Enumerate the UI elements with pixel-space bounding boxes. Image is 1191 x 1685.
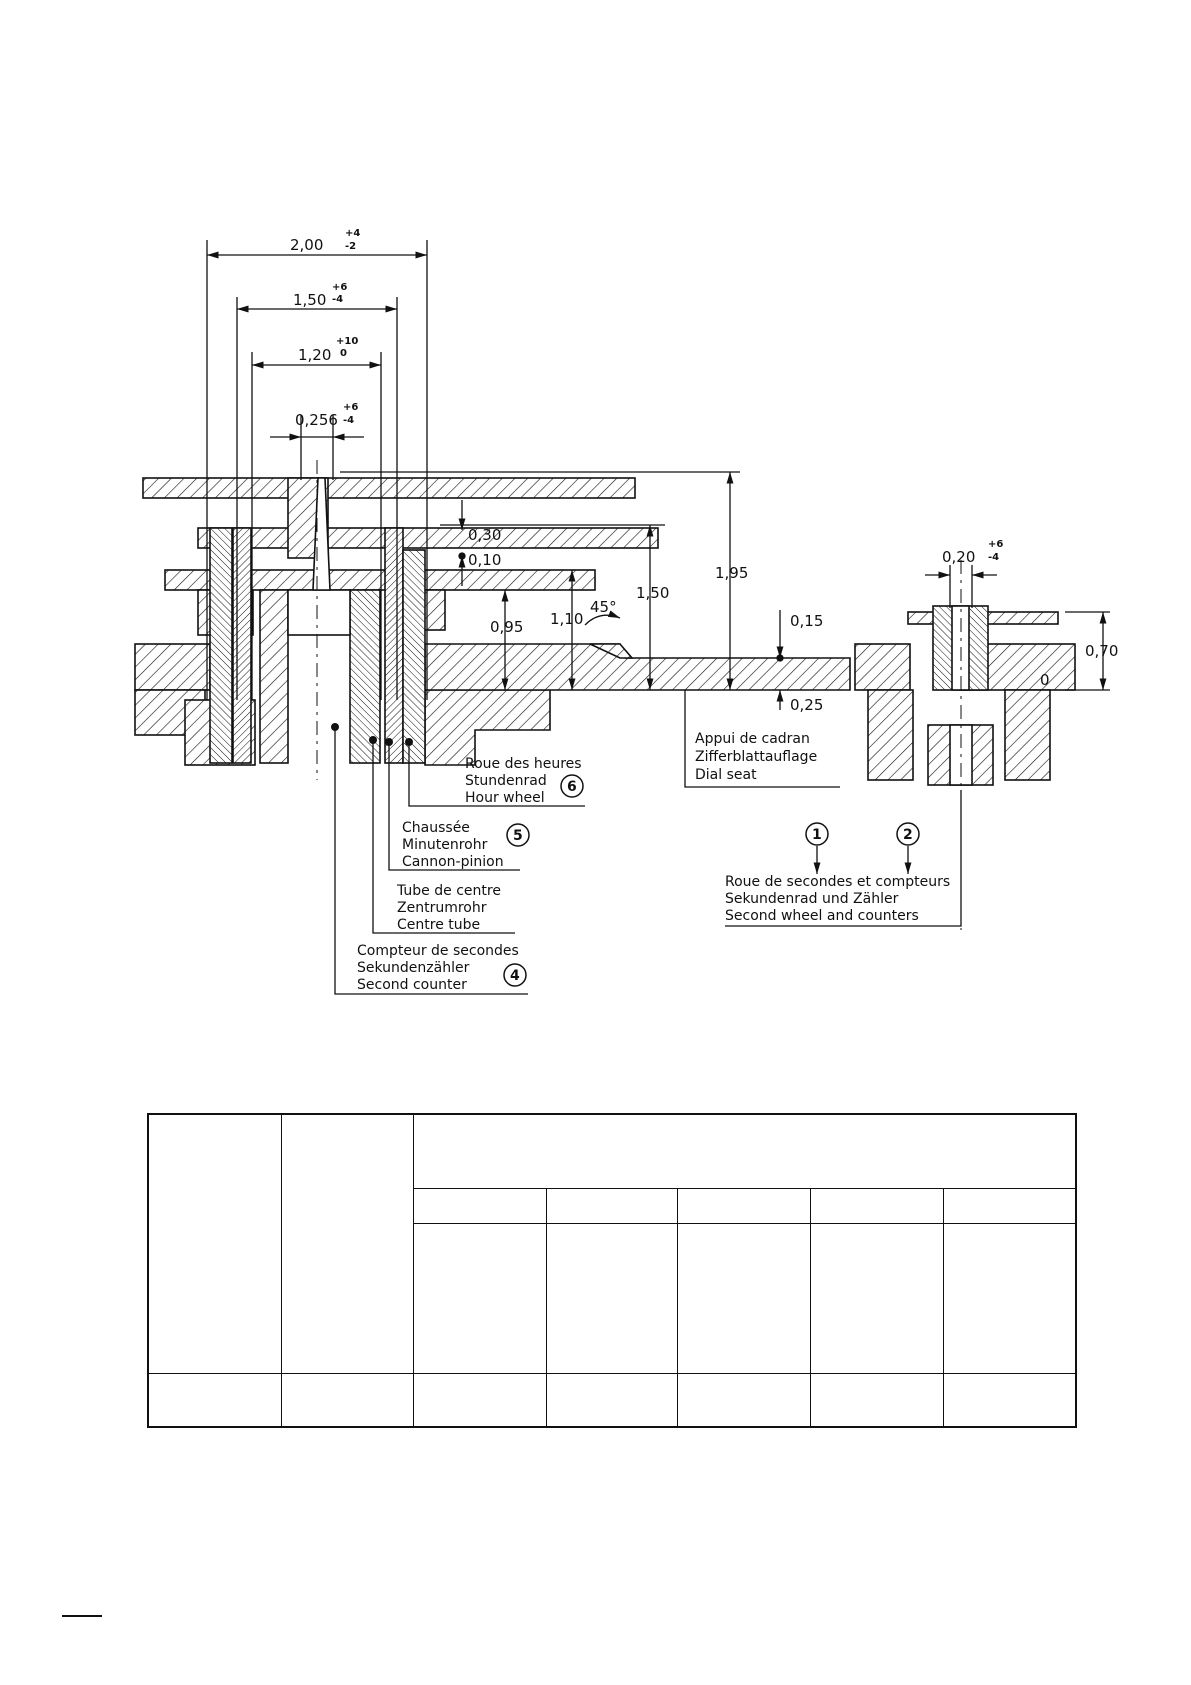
svg-text:Cannon-pinion: Cannon-pinion — [402, 854, 504, 870]
svg-text:+6: +6 — [988, 539, 1003, 550]
svg-text:Tube de centre: Tube de centre — [396, 883, 501, 899]
label-second-counter: Compteur de secondes Sekundenzähler Seco… — [357, 943, 527, 993]
svg-text:4: 4 — [510, 968, 520, 984]
dim-1-10: 1,10 — [550, 610, 583, 628]
dim-0-95: 0,95 — [490, 618, 523, 636]
svg-text:0: 0 — [340, 348, 347, 359]
svg-text:+10: +10 — [336, 336, 358, 347]
svg-text:-4: -4 — [332, 294, 343, 305]
dim-angle-45: 45° — [590, 598, 617, 616]
dim-1-20: 1,20 +10 0 — [298, 336, 358, 364]
dim-0-70: 0,70 — [1085, 642, 1118, 660]
svg-text:Sekundenzähler: Sekundenzähler — [357, 960, 470, 976]
dim-1-50-height: 1,50 — [636, 584, 669, 602]
table-cell — [280, 1113, 414, 1374]
table-cell — [676, 1187, 811, 1224]
dim-1-50-diameter: 1,50 +6 -4 — [293, 282, 347, 309]
svg-text:Roue des heures: Roue des heures — [465, 756, 582, 772]
table-row — [148, 1187, 1077, 1224]
label-dial-seat: Appui de cadran Zifferblattauflage Dial … — [695, 731, 817, 783]
svg-text:Zentrumrohr: Zentrumrohr — [397, 900, 487, 916]
dim-0-256: 0,256 +6 -4 — [295, 402, 358, 429]
table-cell — [412, 1187, 547, 1224]
svg-text:Zifferblattauflage: Zifferblattauflage — [695, 749, 817, 765]
label-second-wheel: 1 2 Roue de secondes et compteurs Sekund… — [725, 822, 950, 924]
table-cell — [147, 1372, 282, 1428]
dim-0-15: 0,15 — [790, 612, 823, 630]
svg-text:Second counter: Second counter — [357, 977, 467, 993]
svg-text:Hour wheel: Hour wheel — [465, 790, 545, 806]
svg-text:1: 1 — [812, 827, 822, 843]
leader-dots — [331, 723, 413, 746]
table-cell — [545, 1372, 678, 1428]
svg-text:-4: -4 — [988, 552, 999, 563]
table-cell — [942, 1222, 1077, 1374]
svg-text:5: 5 — [513, 828, 523, 844]
table-cell — [280, 1372, 414, 1428]
technical-drawing: 2,00 +4 -2 1,50 +6 -4 1,20 +10 0 0,256 +… — [134, 228, 1118, 995]
table-row — [148, 1222, 1077, 1374]
dim-0-25: 0,25 — [790, 696, 823, 714]
zero-mark: 0 — [1040, 671, 1050, 689]
table-cell — [809, 1187, 944, 1224]
svg-text:6: 6 — [567, 779, 577, 795]
svg-text:0,20: 0,20 — [942, 548, 975, 566]
svg-text:Sekundenrad und Zähler: Sekundenrad und Zähler — [725, 891, 899, 907]
svg-text:0,256: 0,256 — [295, 411, 338, 429]
table-row — [147, 1372, 1077, 1428]
table-cell — [809, 1222, 944, 1374]
concentric-tubes — [209, 477, 426, 764]
table-cell — [412, 1222, 547, 1374]
dim-0-30: 0,30 — [468, 526, 501, 544]
dim-0-10: 0,10 — [468, 551, 501, 569]
svg-text:+6: +6 — [332, 282, 347, 293]
grid-table — [147, 1113, 1078, 1428]
table-row — [147, 1113, 1077, 1374]
table-cell — [412, 1113, 1077, 1189]
blank-table — [147, 1113, 1078, 1428]
second-wheel-pivot — [907, 560, 1059, 930]
svg-text:+4: +4 — [345, 228, 360, 239]
table-cell — [942, 1187, 1077, 1224]
svg-text:Compteur de secondes: Compteur de secondes — [357, 943, 519, 959]
svg-text:Dial seat: Dial seat — [695, 767, 757, 783]
svg-text:Second wheel and counters: Second wheel and counters — [725, 908, 919, 924]
svg-text:Stundenrad: Stundenrad — [465, 773, 547, 789]
footer-rule — [62, 1615, 102, 1617]
table-cell — [545, 1187, 678, 1224]
table-cell — [809, 1372, 944, 1428]
table-cell — [942, 1372, 1077, 1428]
svg-text:Centre tube: Centre tube — [397, 917, 480, 933]
table-cell — [545, 1222, 678, 1374]
label-hour-wheel: Roue des heures Stundenrad Hour wheel 6 — [465, 756, 584, 806]
leader-lines — [334, 690, 962, 995]
table-cell — [676, 1222, 811, 1374]
table-cell — [412, 1372, 547, 1428]
svg-text:2: 2 — [903, 827, 913, 843]
svg-text:Appui de cadran: Appui de cadran — [695, 731, 810, 747]
svg-text:+6: +6 — [343, 402, 358, 413]
dim-2-00: 2,00 +4 -2 — [290, 228, 360, 254]
svg-text:1,20: 1,20 — [298, 346, 331, 364]
svg-text:Chaussée: Chaussée — [402, 820, 470, 836]
table-cell — [147, 1113, 282, 1374]
label-cannon-pinion: Chaussée Minutenrohr Cannon-pinion 5 — [402, 820, 530, 870]
svg-text:-4: -4 — [343, 415, 354, 426]
dim-0-20: 0,20 +6 -4 — [942, 539, 1003, 566]
svg-text:-2: -2 — [345, 241, 356, 252]
dim-1-95: 1,95 — [715, 564, 748, 582]
svg-text:Roue de secondes et compteurs: Roue de secondes et compteurs — [725, 874, 950, 890]
label-centre-tube: Tube de centre Zentrumrohr Centre tube — [396, 883, 501, 933]
table-cell — [676, 1372, 811, 1428]
svg-text:Minutenrohr: Minutenrohr — [402, 837, 488, 853]
dimension-lines — [206, 240, 1110, 710]
svg-text:1,50: 1,50 — [293, 291, 326, 309]
svg-text:2,00: 2,00 — [290, 236, 323, 254]
